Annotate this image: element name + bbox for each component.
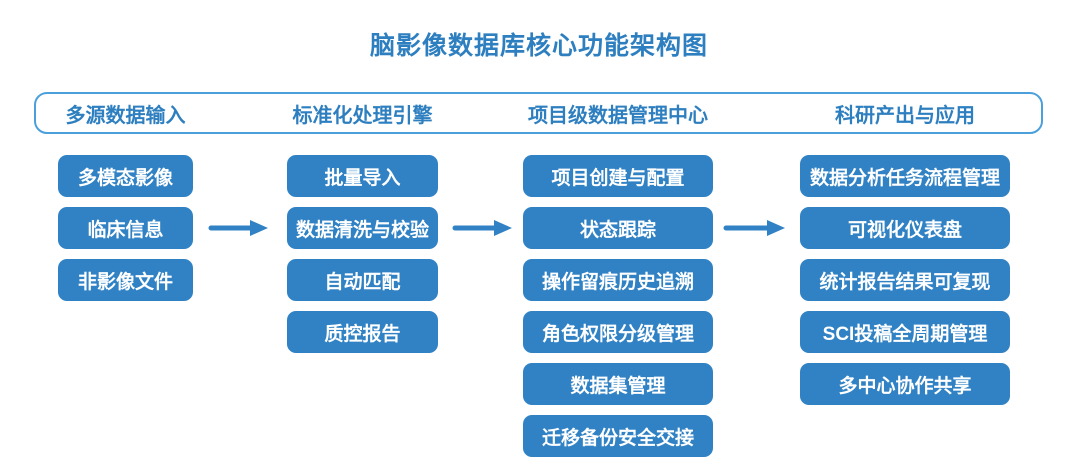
stage-header-multi-source-input: 多源数据输入 — [65, 104, 186, 127]
diagram-title: 脑影像数据库核心功能架构图 — [369, 32, 708, 60]
flow-node: 可视化仪表盘 — [800, 207, 1010, 249]
flow-node: 非影像文件 — [58, 259, 193, 301]
flow-node: 数据集管理 — [523, 363, 713, 405]
flow-node: SCI投稿全周期管理 — [800, 311, 1010, 353]
flow-node: 批量导入 — [287, 155, 438, 197]
flow-node: 自动匹配 — [287, 259, 438, 301]
right-arrow-icon — [723, 220, 785, 236]
flow-node: 数据清洗与校验 — [287, 207, 438, 249]
flow-node: 角色权限分级管理 — [523, 311, 713, 353]
flow-node: 统计报告结果可复现 — [800, 259, 1010, 301]
flow-node: 数据分析任务流程管理 — [800, 155, 1010, 197]
flow-node: 临床信息 — [58, 207, 193, 249]
stage-header-band — [34, 92, 1043, 134]
stage-header-standardization-engine: 标准化处理引擎 — [292, 104, 433, 127]
stage-header-project-data-management: 项目级数据管理中心 — [528, 104, 708, 127]
flow-node: 迁移备份安全交接 — [523, 415, 713, 457]
flow-node: 操作留痕历史追溯 — [523, 259, 713, 301]
flow-node: 多模态影像 — [58, 155, 193, 197]
flow-node: 项目创建与配置 — [523, 155, 713, 197]
right-arrow-icon — [208, 220, 268, 236]
right-arrow-icon — [452, 220, 512, 236]
flow-node: 状态跟踪 — [523, 207, 713, 249]
flow-node: 多中心协作共享 — [800, 363, 1010, 405]
flow-node: 质控报告 — [287, 311, 438, 353]
stage-header-research-output: 科研产出与应用 — [835, 104, 975, 127]
